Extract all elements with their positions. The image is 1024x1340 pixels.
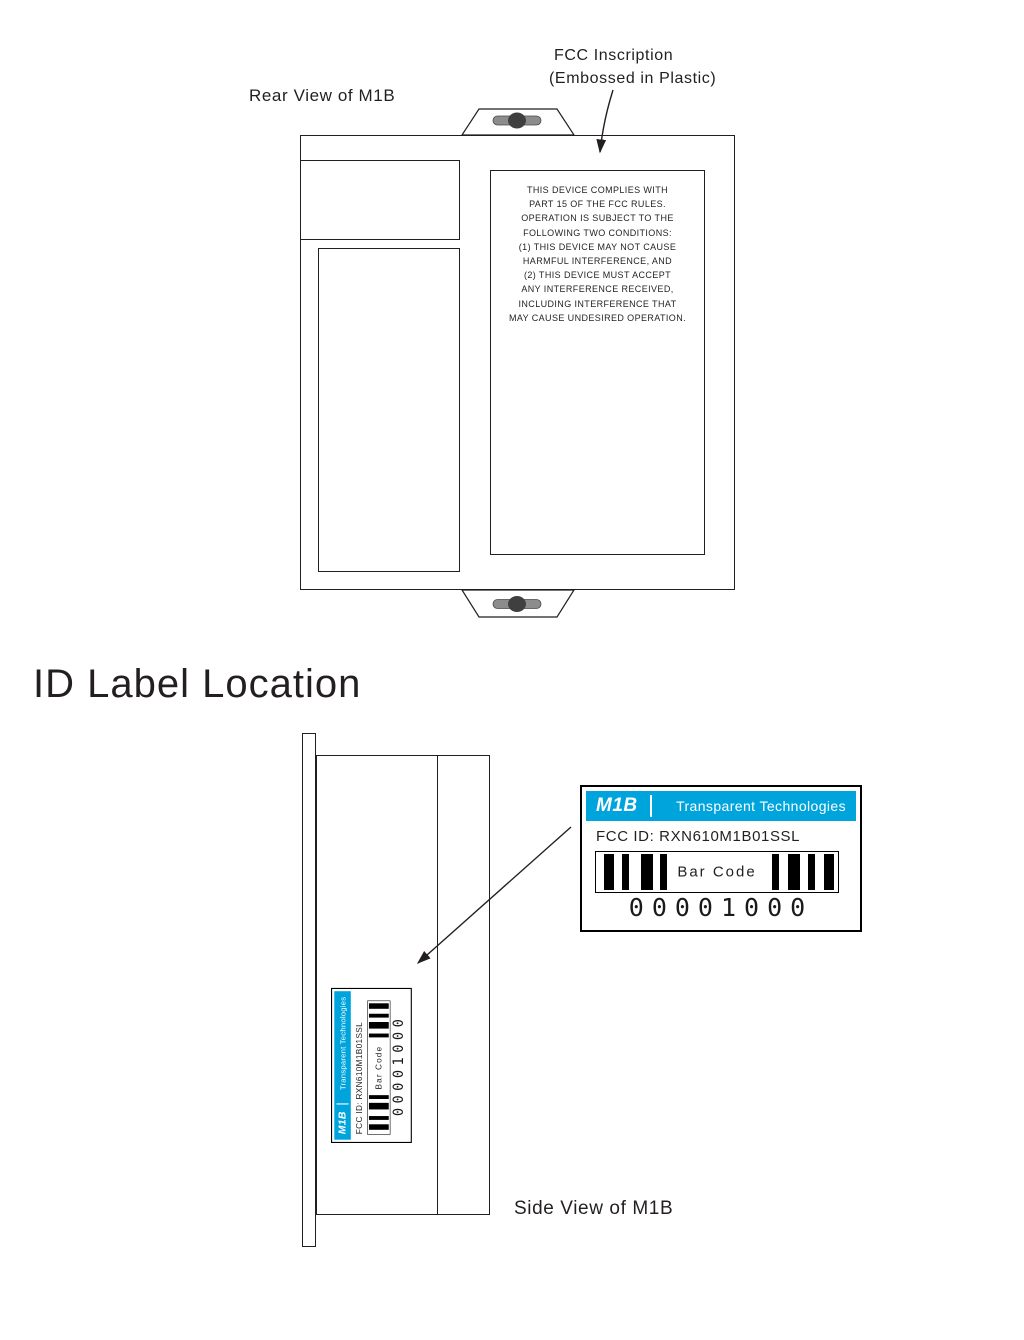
rear-view-left-panel [318,248,460,572]
page-title: ID Label Location [33,662,362,706]
barcode-bar [368,1102,389,1110]
id-label-header-bar: M1B Transparent Technologies [334,991,351,1140]
fcc-text-line: MAY CAUSE UNDESIRED OPERATION. [508,312,687,323]
fcc-text-line: (2) THIS DEVICE MUST ACCEPT [524,270,671,281]
id-label-on-device: M1B Transparent Technologies FCC ID: RXN… [331,987,412,1143]
top-mounting-tab [460,108,576,136]
id-label-serial-number: 00001000 [628,893,814,922]
fcc-compliance-text: THIS DEVICE COMPLIES WITH PART 15 OF THE… [491,183,704,325]
screw-head-icon [508,596,526,612]
rear-view-caption: Rear View of M1B [249,86,396,105]
fcc-text-line: THIS DEVICE COMPLIES WITH [526,185,668,195]
barcode-text: Bar Code [669,863,765,881]
barcode-bar [788,854,800,890]
rear-view-top-left-panel [300,160,460,240]
fcc-inscription-annotation-line2: (Embossed in Plastic) [549,70,717,87]
id-label-model: M1B [336,1111,349,1135]
fcc-inscription-panel: THIS DEVICE COMPLIES WITH PART 15 OF THE… [490,170,705,555]
barcode-bar [368,1013,389,1018]
fcc-text-line: PART 15 OF THE FCC RULES. [529,199,666,210]
barcode-bar [368,1003,389,1009]
barcode-bar [368,1116,389,1120]
fcc-text-line: ANY INTERFERENCE RECEIVED, [521,284,674,295]
barcode-bar [368,1124,389,1130]
side-view-mounting-rail [302,733,316,1247]
barcode-bar [368,1022,389,1029]
id-label-header-separator [336,1103,349,1105]
barcode: Bar Code [595,851,839,893]
side-view-caption: Side View of M1B [514,1198,674,1219]
barcode: Bar Code [367,1000,391,1135]
bottom-mounting-tab [460,589,576,618]
fcc-text-line: INCLUDING INTERFERENCE THAT [518,298,677,309]
barcode-bar [368,1033,389,1038]
barcode-bar [604,854,614,890]
side-view-body-outline [316,755,490,1215]
barcode-bar [808,854,815,890]
barcode-bar [622,854,629,890]
id-label-enlarged: M1B Transparent Technologies FCC ID: RXN… [580,785,862,932]
barcode-bar [660,854,667,890]
fcc-text-line: OPERATION IS SUBJECT TO THE [521,213,674,224]
id-label-fcc-id: FCC ID: RXN610M1B01SSL [354,1021,364,1135]
barcode-bar [368,1095,389,1099]
id-label-model: M1B [596,795,638,816]
screw-slot-icon [492,599,542,609]
side-view-divider-line [437,755,438,1215]
id-label-header-bar: M1B Transparent Technologies [586,791,856,821]
barcode-bar [772,854,779,890]
id-label-fcc-id: FCC ID: RXN610M1B01SSL [596,828,801,845]
barcode-bar [641,854,653,890]
fcc-text-line: FOLLOWING TWO CONDITIONS: [523,227,672,238]
fcc-text-line: HARMFUL INTERFERENCE, AND [522,256,673,267]
fcc-inscription-annotation-line1: FCC Inscription [554,47,674,64]
id-label-company: Transparent Technologies [676,798,846,814]
id-label-company: Transparent Technologies [338,996,347,1091]
fcc-text-line: (1) THIS DEVICE MAY NOT CAUSE [518,241,677,252]
id-label-serial-number: 00001000 [390,1014,407,1117]
barcode-bar [824,854,834,890]
barcode-text: Bar Code [374,1041,384,1094]
screw-head-icon [508,112,526,129]
id-label-header-separator [649,795,652,817]
screw-slot-icon [492,115,542,126]
